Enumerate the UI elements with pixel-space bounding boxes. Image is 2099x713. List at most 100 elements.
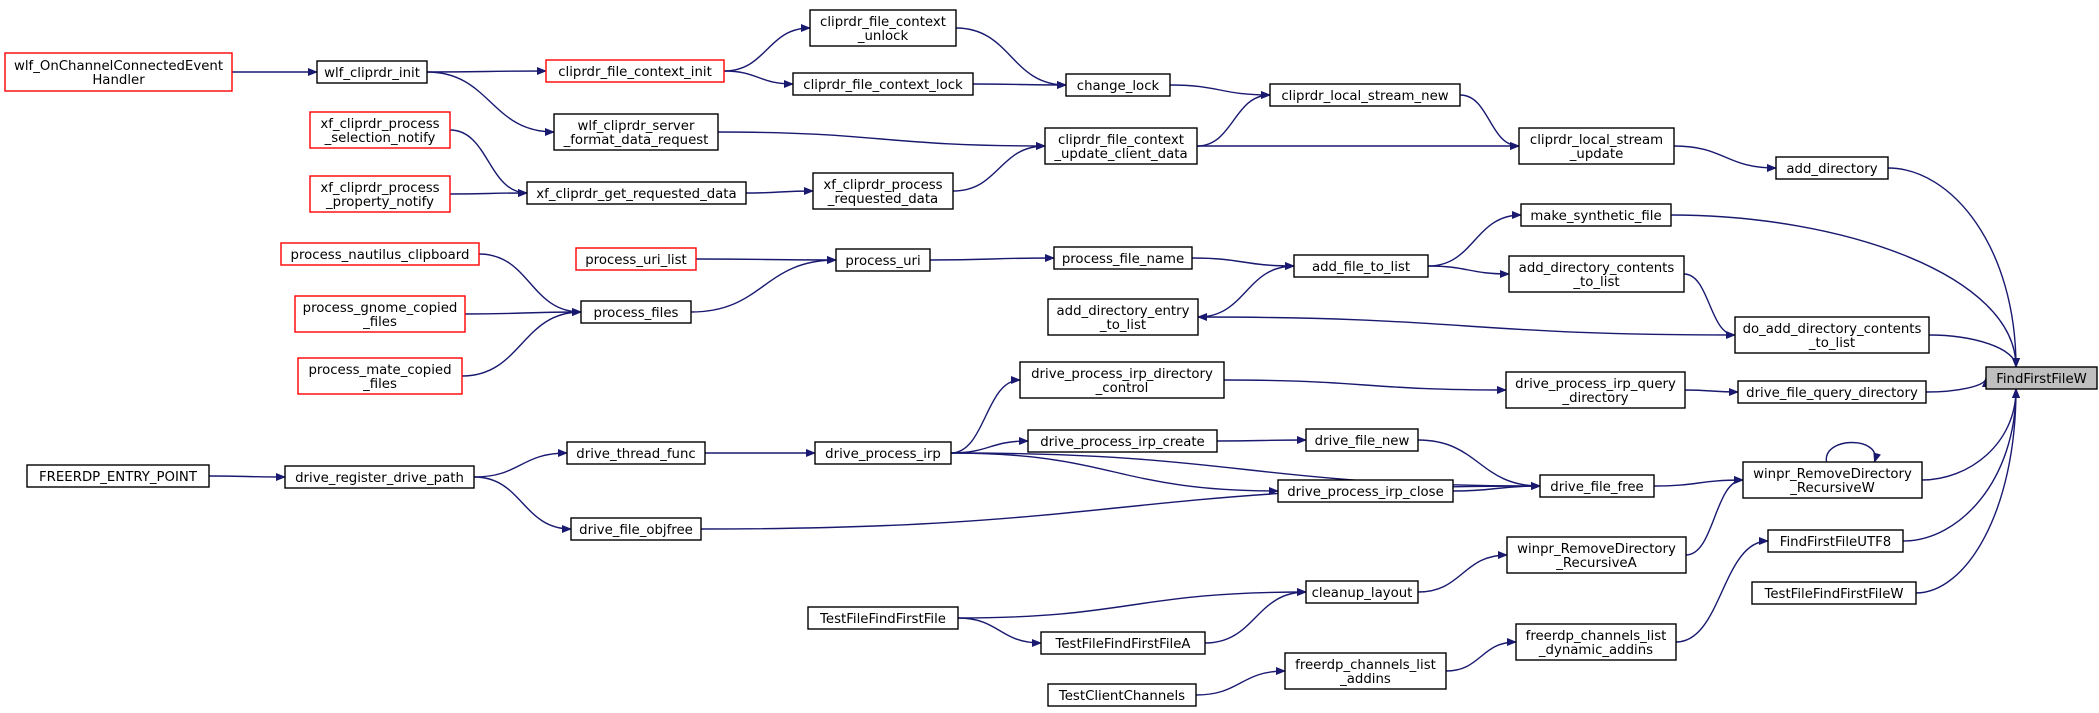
node-cliprdr_file_context_unlock[interactable]: cliprdr_file_context_unlock: [809, 9, 957, 47]
node-drive_process_irp_directory_control[interactable]: drive_process_irp_directory_control: [1019, 361, 1225, 399]
node-cliprdr_local_stream_update[interactable]: cliprdr_local_stream_update: [1518, 127, 1675, 165]
node-cliprdr_file_context_update_client_data[interactable]: cliprdr_file_context_update_client_data: [1044, 127, 1198, 165]
node-box: [1520, 203, 1672, 227]
node-process_files[interactable]: process_files: [580, 300, 692, 324]
node-label: drive_process_irp_directory: [1031, 367, 1213, 382]
node-label: TestFileFindFirstFileW: [1763, 587, 1903, 602]
node-find_first_file_utf8[interactable]: FindFirstFileUTF8: [1767, 529, 1904, 553]
node-drive_file_free[interactable]: drive_file_free: [1539, 474, 1655, 498]
node-label: cliprdr_file_context_lock: [803, 78, 963, 93]
node-box: [580, 300, 692, 324]
node-drive_process_irp[interactable]: drive_process_irp: [814, 441, 952, 465]
node-test_file_find_first_file_w[interactable]: TestFileFindFirstFileW: [1751, 581, 1917, 605]
node-box: [1044, 127, 1198, 165]
node-box: [297, 357, 463, 395]
node-drive_process_irp_close[interactable]: drive_process_irp_close: [1277, 479, 1454, 503]
node-wlf_cliprdr_init[interactable]: wlf_cliprdr_init: [316, 60, 428, 84]
node-freerdp_channels_list_dynamic_addins[interactable]: freerdp_channels_list_dynamic_addins: [1515, 623, 1677, 661]
node-drive_register_drive_path[interactable]: drive_register_drive_path: [284, 465, 475, 489]
edge-drive_file_query_directory-to-find_first_file_w: [1925, 377, 1990, 393]
node-find_first_file_w[interactable]: FindFirstFileW: [1985, 366, 2098, 390]
node-drive_process_irp_create[interactable]: drive_process_irp_create: [1027, 429, 1218, 453]
node-label: xf_cliprdr_get_requested_data: [536, 187, 736, 202]
node-add_directory_entry_to_list[interactable]: add_directory_entry_to_list: [1047, 298, 1199, 336]
node-box: [1065, 73, 1171, 97]
node-drive_process_irp_query_directory[interactable]: drive_process_irp_query_directory: [1505, 371, 1686, 409]
node-label: change_lock: [1077, 79, 1160, 94]
edge-process_file_name-to-add_file_to_list: [1191, 257, 1295, 270]
node-label: _property_notify: [325, 195, 434, 210]
node-drive_thread_func[interactable]: drive_thread_func: [566, 441, 706, 465]
node-test_file_find_first_file_a[interactable]: TestFileFindFirstFileA: [1040, 631, 1206, 655]
node-xf_cliprdr_process_requested_data[interactable]: xf_cliprdr_process_requested_data: [812, 172, 954, 210]
edge-xf_cliprdr_process_requested_data-to-cliprdr_file_context_update_client_data: [952, 142, 1046, 192]
node-label: winpr_RemoveDirectory: [1753, 467, 1912, 482]
node-process_uri[interactable]: process_uri: [835, 248, 931, 272]
node-wlf_cliprdr_server_format_data_request[interactable]: wlf_cliprdr_server_format_data_request: [553, 113, 719, 151]
node-box: [284, 465, 475, 489]
node-box: [309, 111, 451, 149]
edge-drive_register_drive_path-to-drive_file_objfree: [473, 476, 572, 533]
node-box: [1985, 366, 2098, 390]
node-drive_file_new[interactable]: drive_file_new: [1305, 428, 1419, 452]
node-drive_file_objfree[interactable]: drive_file_objfree: [570, 517, 702, 541]
edge-process_gnome_copied_files-to-process_files: [464, 308, 582, 317]
node-label: drive_file_new: [1315, 434, 1410, 449]
node-process_nautilus_clipboard[interactable]: process_nautilus_clipboard: [280, 242, 480, 266]
node-freerdp_entry_point[interactable]: FREERDP_ENTRY_POINT: [26, 464, 210, 488]
node-test_file_find_first_file[interactable]: TestFileFindFirstFile: [807, 606, 959, 630]
node-xf_cliprdr_process_selection_notify[interactable]: xf_cliprdr_process_selection_notify: [309, 111, 451, 149]
edge-freerdp_channels_list_addins-to-freerdp_channels_list_dynamic_addins: [1445, 638, 1517, 672]
node-cleanup_layout[interactable]: cleanup_layout: [1305, 580, 1419, 604]
node-label: xf_cliprdr_process: [320, 181, 439, 196]
edge-change_lock-to-cliprdr_local_stream_new: [1169, 84, 1271, 99]
node-process_gnome_copied_files[interactable]: process_gnome_copied_files: [294, 295, 466, 333]
edge-cliprdr_local_stream_update-to-add_directory: [1673, 145, 1777, 172]
node-cliprdr_file_context_init[interactable]: cliprdr_file_context_init: [545, 59, 725, 83]
edge-find_first_file_utf8-to-find_first_file_w: [1902, 388, 2020, 542]
node-box: [807, 606, 959, 630]
node-label: _dynamic_addins: [1538, 643, 1653, 658]
edge-make_synthetic_file-to-find_first_file_w: [1670, 214, 2020, 368]
node-cliprdr_file_context_lock[interactable]: cliprdr_file_context_lock: [792, 72, 974, 96]
node-box: [570, 517, 702, 541]
node-label: cliprdr_local_stream: [1530, 133, 1663, 148]
node-process_file_name[interactable]: process_file_name: [1053, 246, 1193, 270]
edge-drive_process_irp_query_directory-to-drive_file_query_directory: [1684, 387, 1739, 396]
node-test_client_channels[interactable]: TestClientChannels: [1047, 683, 1197, 707]
node-box: [1518, 127, 1675, 165]
node-box: [553, 113, 719, 151]
node-add_directory_contents_to_list[interactable]: add_directory_contents_to_list: [1508, 255, 1685, 293]
node-drive_file_query_directory[interactable]: drive_file_query_directory: [1737, 380, 1927, 404]
node-label: drive_process_irp_create: [1040, 435, 1205, 450]
node-make_synthetic_file[interactable]: make_synthetic_file: [1520, 203, 1672, 227]
node-box: [26, 464, 210, 488]
edge-drive_process_irp-to-drive_process_irp_create: [950, 437, 1029, 454]
node-process_mate_copied_files[interactable]: process_mate_copied_files: [297, 357, 463, 395]
node-label: wlf_OnChannelConnectedEvent: [14, 59, 223, 74]
edge-process_files-to-process_uri: [690, 256, 837, 313]
node-xf_cliprdr_process_property_notify[interactable]: xf_cliprdr_process_property_notify: [309, 175, 451, 213]
node-process_uri_list[interactable]: process_uri_list: [575, 247, 697, 271]
node-label: Handler: [92, 73, 145, 88]
node-label: drive_file_query_directory: [1746, 386, 1918, 401]
node-winpr_remove_directory_recursive_a[interactable]: winpr_RemoveDirectory_RecursiveA: [1506, 536, 1687, 574]
edge-add_directory_contents_to_list-to-do_add_directory_contents_to_list: [1683, 273, 1736, 339]
node-add_file_to_list[interactable]: add_file_to_list: [1293, 254, 1429, 278]
edge-drive_process_irp-to-drive_process_irp_directory_control: [950, 376, 1021, 454]
node-label: make_synthetic_file: [1530, 209, 1661, 224]
edge-cliprdr_file_context_update_client_data-to-cliprdr_local_stream_new: [1196, 91, 1271, 147]
node-box: [1047, 298, 1199, 336]
node-box: [1505, 371, 1686, 409]
edge-drive_process_irp-to-drive_process_irp_close: [950, 452, 1279, 495]
node-freerdp_channels_list_addins[interactable]: freerdp_channels_list_addins: [1284, 652, 1447, 690]
node-cliprdr_local_stream_new[interactable]: cliprdr_local_stream_new: [1269, 83, 1461, 107]
node-change_lock[interactable]: change_lock: [1065, 73, 1171, 97]
node-add_directory[interactable]: add_directory: [1775, 156, 1889, 180]
node-do_add_directory_contents_to_list[interactable]: do_add_directory_contents_to_list: [1734, 316, 1930, 354]
node-label: wlf_cliprdr_server: [578, 119, 695, 134]
node-winpr_remove_directory_recursive_w[interactable]: winpr_RemoveDirectory_RecursiveW: [1742, 461, 1923, 499]
node-xf_cliprdr_get_requested_data[interactable]: xf_cliprdr_get_requested_data: [526, 181, 747, 205]
edge-xf_cliprdr_process_selection_notify-to-xf_cliprdr_get_requested_data: [449, 129, 528, 197]
